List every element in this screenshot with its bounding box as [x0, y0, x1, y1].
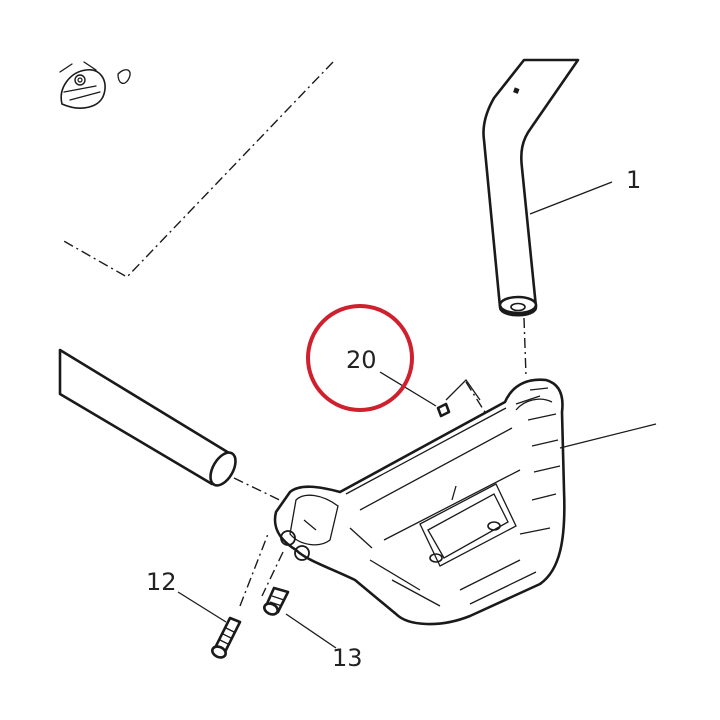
upper-handle-tube	[482, 58, 580, 317]
leader-lines	[177, 181, 657, 649]
screw-13	[263, 586, 290, 616]
pin-part	[436, 378, 481, 418]
callout-label-13: 13	[332, 644, 363, 672]
callout-label-20: 20	[346, 346, 377, 374]
handle-housing	[273, 378, 566, 626]
inset-detail-thumbnail	[59, 61, 131, 109]
screw-12	[211, 616, 242, 659]
lower-handle-tube	[58, 348, 237, 487]
highlight-circle	[306, 304, 414, 412]
callout-label-1: 1	[626, 166, 641, 194]
callout-label-12: 12	[146, 568, 177, 596]
